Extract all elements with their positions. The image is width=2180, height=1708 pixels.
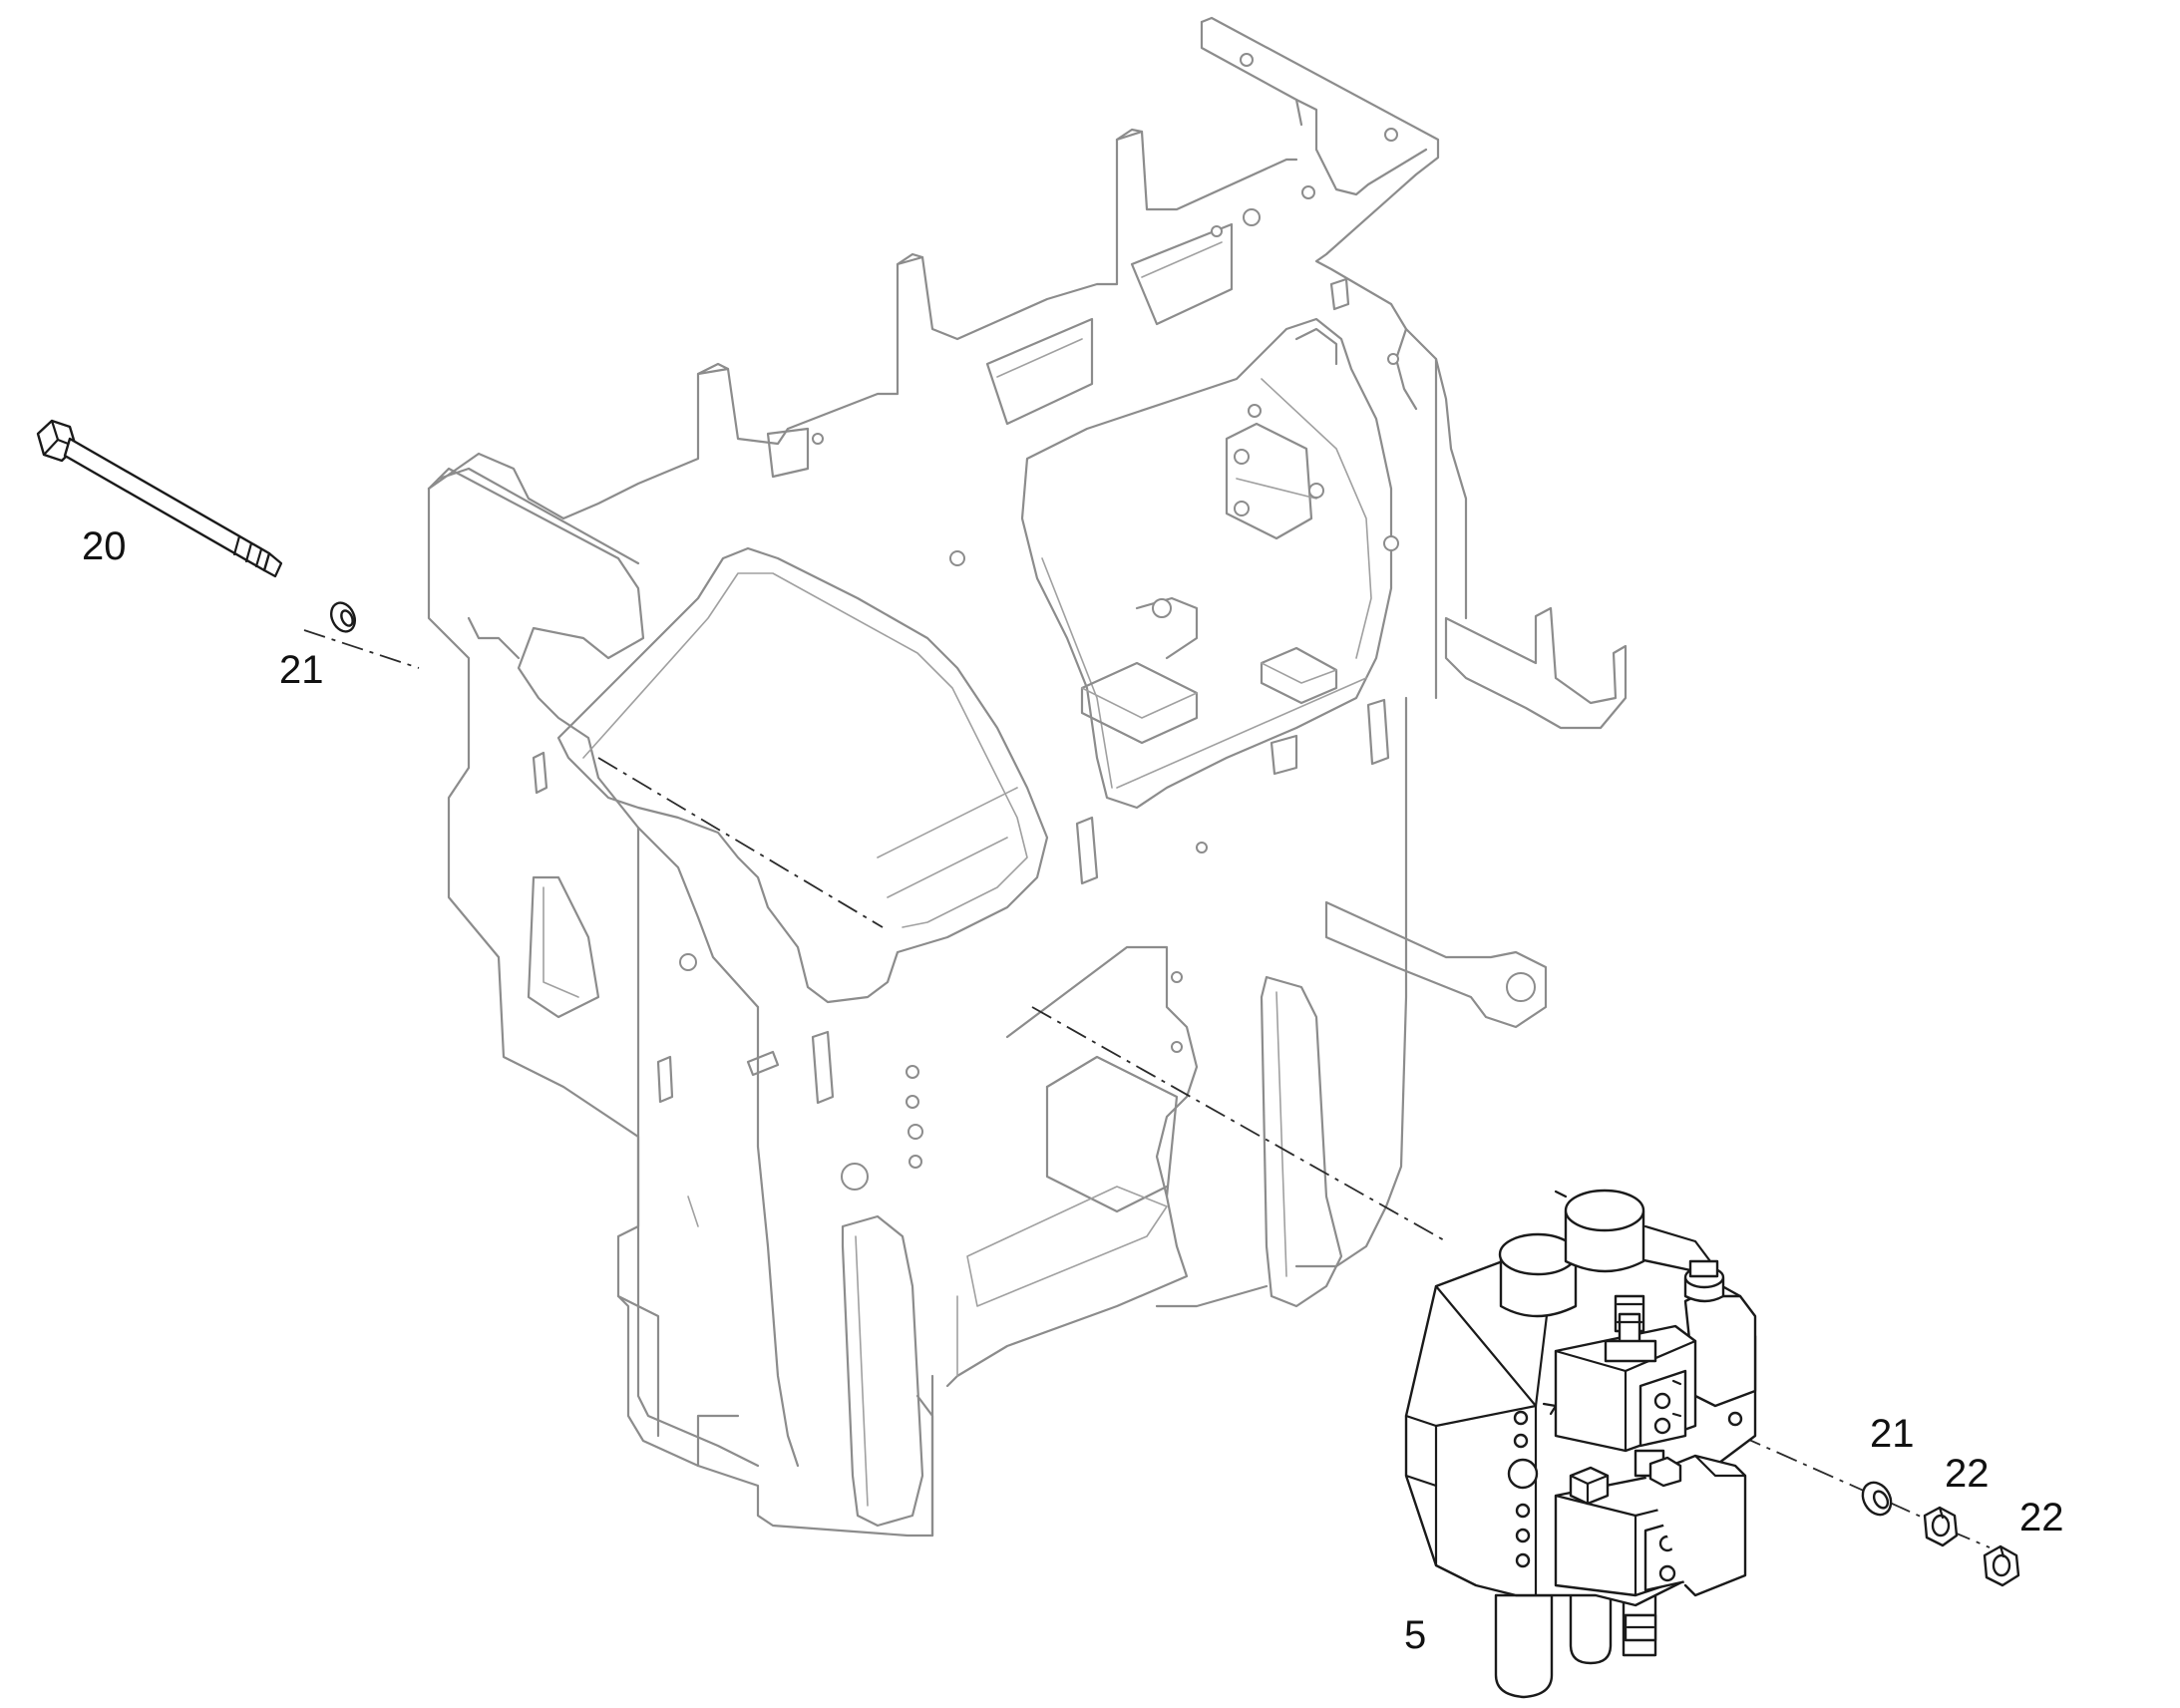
callout-21-upper: 21 bbox=[279, 648, 324, 692]
nut-part-22-first bbox=[1923, 1506, 1959, 1547]
callout-21-lower: 21 bbox=[1870, 1412, 1915, 1456]
callout-20: 20 bbox=[82, 524, 127, 568]
washer-part-21-lower bbox=[1861, 1481, 1893, 1517]
nut-part-22-second bbox=[1983, 1544, 2020, 1587]
washer-part-21-upper bbox=[329, 601, 357, 633]
callout-5: 5 bbox=[1404, 1613, 1427, 1657]
valve-block-part-5 bbox=[1404, 1189, 1757, 1699]
callout-22-second: 22 bbox=[2019, 1496, 2064, 1539]
main-frame bbox=[427, 16, 1628, 1537]
bolt-part-20 bbox=[36, 419, 283, 578]
callout-22-first: 22 bbox=[1945, 1452, 1990, 1496]
